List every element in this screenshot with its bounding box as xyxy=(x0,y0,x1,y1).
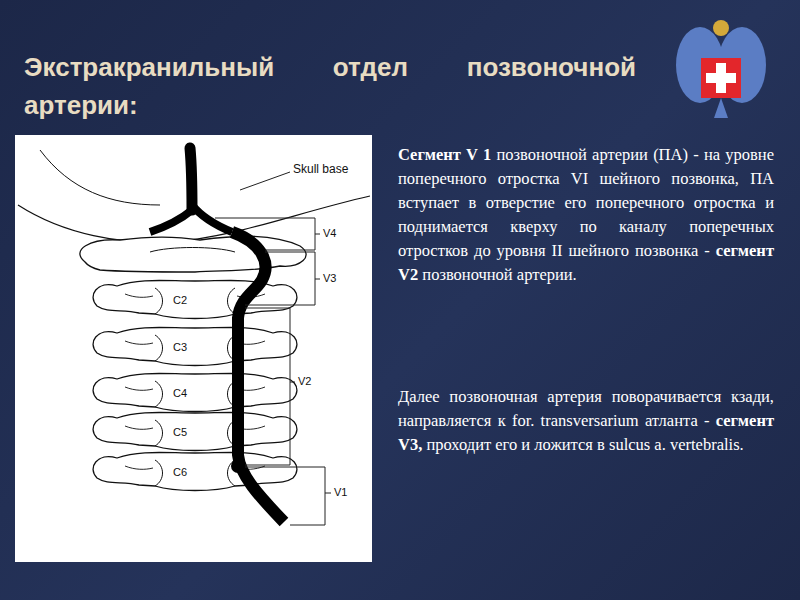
segment-label: V2 xyxy=(297,375,312,388)
segment-brackets xyxy=(215,172,331,525)
basilar-artery xyxy=(190,148,192,210)
skull-line xyxy=(40,150,160,205)
part-label: Skull base xyxy=(292,163,349,176)
description-paragraph: Далее позвоночная артерия поворачивается… xyxy=(398,385,774,457)
vertebra-label: C3 xyxy=(172,341,188,354)
vertebra-label: C4 xyxy=(172,387,188,400)
slide-title: Экстракранильный отдел позвоночной артер… xyxy=(24,48,636,124)
vertebra-label: C2 xyxy=(172,294,188,307)
vertebra-label: C6 xyxy=(172,466,188,479)
vertebra xyxy=(93,412,297,450)
emblem xyxy=(676,20,766,118)
atlas xyxy=(80,236,306,272)
segment-label: V3 xyxy=(322,272,337,285)
vertebra xyxy=(93,373,297,411)
vertebra xyxy=(93,280,297,318)
vertebra xyxy=(93,327,297,365)
vertebral-artery xyxy=(232,232,284,522)
vertebra-label: C5 xyxy=(172,426,188,439)
segment-label: V4 xyxy=(322,227,337,240)
vertebra xyxy=(93,452,297,490)
description-text: проходит его и ложится в sulcus a. verte… xyxy=(426,435,743,454)
segment-label: V1 xyxy=(333,486,348,499)
panel xyxy=(15,135,372,562)
segment-term: Сегмент V 1 xyxy=(398,145,491,164)
description-paragraph: Сегмент V 1 позвоночной артерии (ПА) - н… xyxy=(398,143,774,287)
description-text: позвоночной артерии. xyxy=(422,265,576,284)
